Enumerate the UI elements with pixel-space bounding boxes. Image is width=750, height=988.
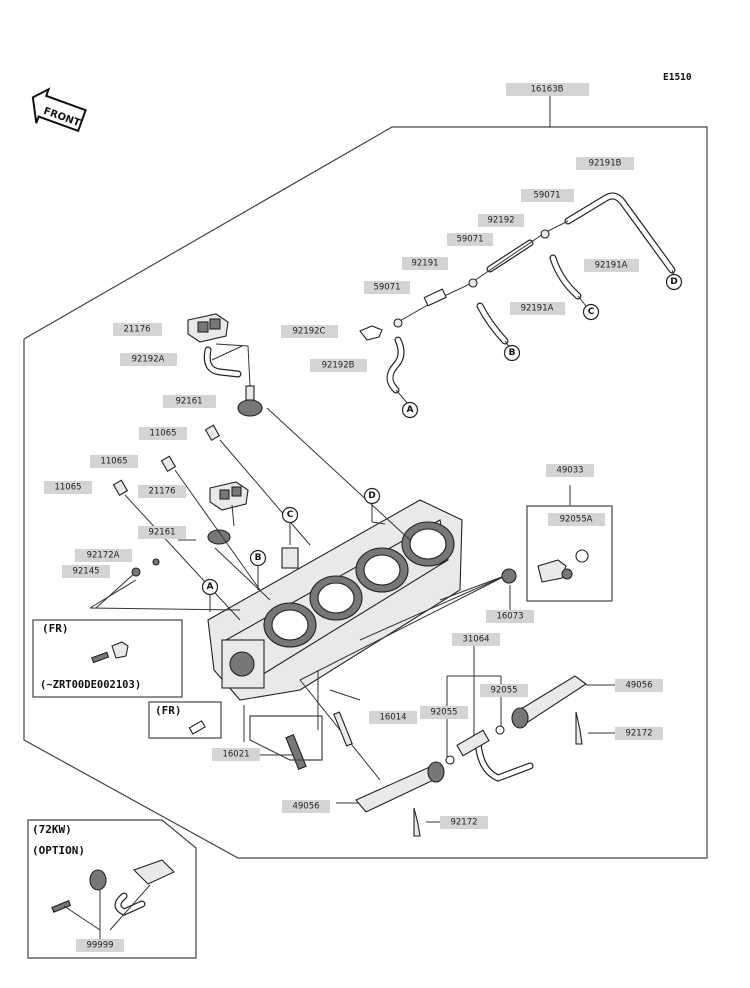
label-92192: 92192 — [487, 216, 514, 226]
box-49033 — [526, 505, 613, 602]
option-parts — [51, 859, 175, 940]
option-note: (OPTION) — [32, 844, 85, 857]
label-92161-top: 92161 — [175, 397, 202, 407]
label-92192B: 92192B — [322, 361, 355, 371]
callout-c-mid: C — [287, 510, 294, 520]
fr-box-top — [32, 619, 183, 698]
callout-b-top: B — [509, 348, 516, 358]
callout-a-mid: A — [207, 582, 214, 592]
fr-note-bottom: (FR) — [155, 704, 182, 717]
label-92191A-right: 92191A — [595, 261, 628, 271]
label-92055A: 92055A — [560, 515, 593, 525]
throttle-body-assembly — [207, 499, 463, 701]
sensor-21176-top — [187, 313, 263, 417]
fr-box-bottom — [148, 701, 222, 739]
label-21176-mid: 21176 — [148, 487, 175, 497]
front-arrow-icon: FRONT — [31, 87, 87, 133]
label-92191A-mid: 92191A — [521, 304, 554, 314]
screws — [131, 558, 353, 770]
callout-b-mid: B — [255, 553, 262, 563]
option-box — [27, 819, 197, 959]
serial-note: (~ZRT00DE002103) — [40, 679, 141, 691]
fr-note-top: (FR) — [42, 622, 69, 635]
label-16073: 16073 — [496, 612, 523, 622]
label-92161-mid: 92161 — [148, 528, 175, 538]
label-92172A: 92172A — [87, 551, 120, 561]
label-92172-bottom: 92172 — [450, 818, 477, 828]
label-11065-mid: 11065 — [100, 457, 127, 467]
label-92191: 92191 — [411, 259, 438, 269]
label-92192A: 92192A — [132, 355, 165, 365]
callout-a-top: A — [407, 405, 414, 415]
callout-d-mid: D — [368, 491, 375, 501]
callout-d-top: D — [670, 277, 677, 287]
injector-parts — [501, 549, 589, 584]
fuel-rail-left — [355, 761, 445, 837]
label-59071-left: 59071 — [373, 283, 400, 293]
part-labels: 16163B 92191B 59071 92192 59071 92191A 9… — [44, 83, 663, 952]
label-11065-top: 11065 — [149, 429, 176, 439]
label-16163B: 16163B — [531, 85, 564, 95]
label-16021: 16021 — [222, 750, 249, 760]
plugs-11065 — [112, 424, 221, 496]
fuel-rail-right — [445, 675, 587, 782]
label-16014: 16014 — [379, 713, 406, 723]
label-92191B: 92191B — [589, 159, 622, 169]
label-92145: 92145 — [72, 567, 99, 577]
fr-box-parts — [91, 641, 129, 664]
circle-callouts: D C B A D C B A — [201, 273, 683, 596]
label-92172-right: 92172 — [625, 729, 652, 739]
label-31064: 31064 — [462, 635, 489, 645]
sensor-21176-mid — [207, 481, 249, 545]
label-92192C: 92192C — [293, 327, 326, 337]
label-49056-right: 49056 — [625, 681, 652, 691]
kw-note: (72KW) — [32, 823, 72, 836]
vacuum-hoses — [359, 192, 676, 394]
label-59071-right: 59071 — [533, 191, 560, 201]
label-49056-left: 49056 — [292, 802, 319, 812]
label-11065-left: 11065 — [54, 483, 81, 493]
assembly-outline — [23, 126, 708, 859]
label-92055-left: 92055 — [430, 708, 457, 718]
callout-c-top: C — [588, 307, 595, 317]
label-99999: 99999 — [86, 941, 113, 951]
diagram-code: E1510 — [663, 72, 692, 83]
label-49033: 49033 — [556, 466, 583, 476]
label-59071-mid: 59071 — [456, 235, 483, 245]
label-92055-right: 92055 — [490, 686, 517, 696]
label-21176-top: 21176 — [123, 325, 150, 335]
